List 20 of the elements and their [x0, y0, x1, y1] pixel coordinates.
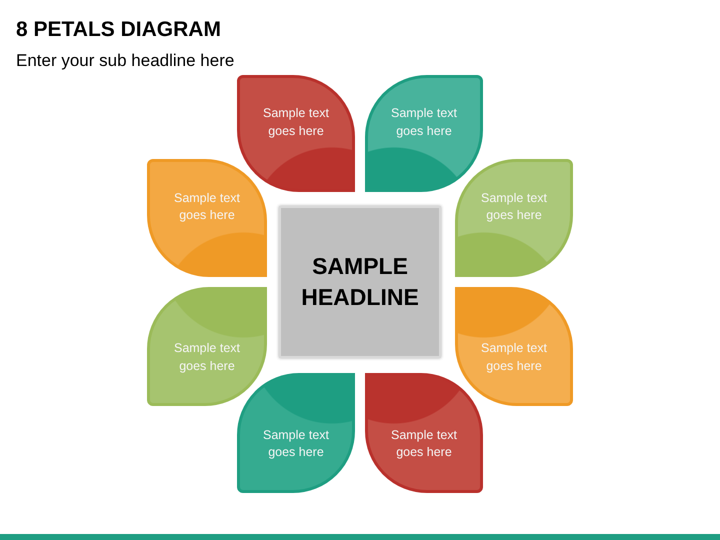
petal-text: Sample text goes here	[480, 340, 548, 375]
petal-shape	[365, 373, 483, 493]
petal-shape	[455, 287, 573, 406]
petal-text: Sample text goes here	[172, 340, 241, 375]
petal-text: Sample text goes here	[390, 105, 458, 140]
headline-box	[279, 206, 441, 358]
petal-text: Sample text goes here	[262, 426, 330, 461]
petal-shape	[365, 75, 483, 192]
petal-text: Sample text goes here	[262, 105, 330, 140]
slide-title: 8 PETALS DIAGRAM	[16, 17, 221, 43]
petal-shape	[237, 75, 355, 192]
petal-text: Sample text goes here	[172, 190, 241, 224]
petal-shape	[147, 287, 267, 406]
petal-text: Sample text goes here	[390, 426, 458, 461]
petal-shape	[147, 159, 267, 277]
petal-shape	[237, 373, 355, 493]
petal-text: Sample text goes here	[480, 190, 548, 224]
sub-headline: Enter your sub headline here	[16, 50, 234, 72]
petal-shape	[455, 159, 573, 277]
headline-text: SAMPLE HEADLINE	[300, 252, 420, 312]
